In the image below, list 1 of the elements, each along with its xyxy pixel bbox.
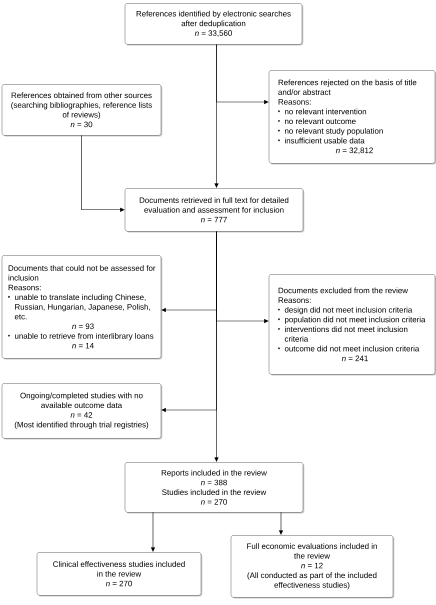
arrow	[150, 512, 156, 552]
